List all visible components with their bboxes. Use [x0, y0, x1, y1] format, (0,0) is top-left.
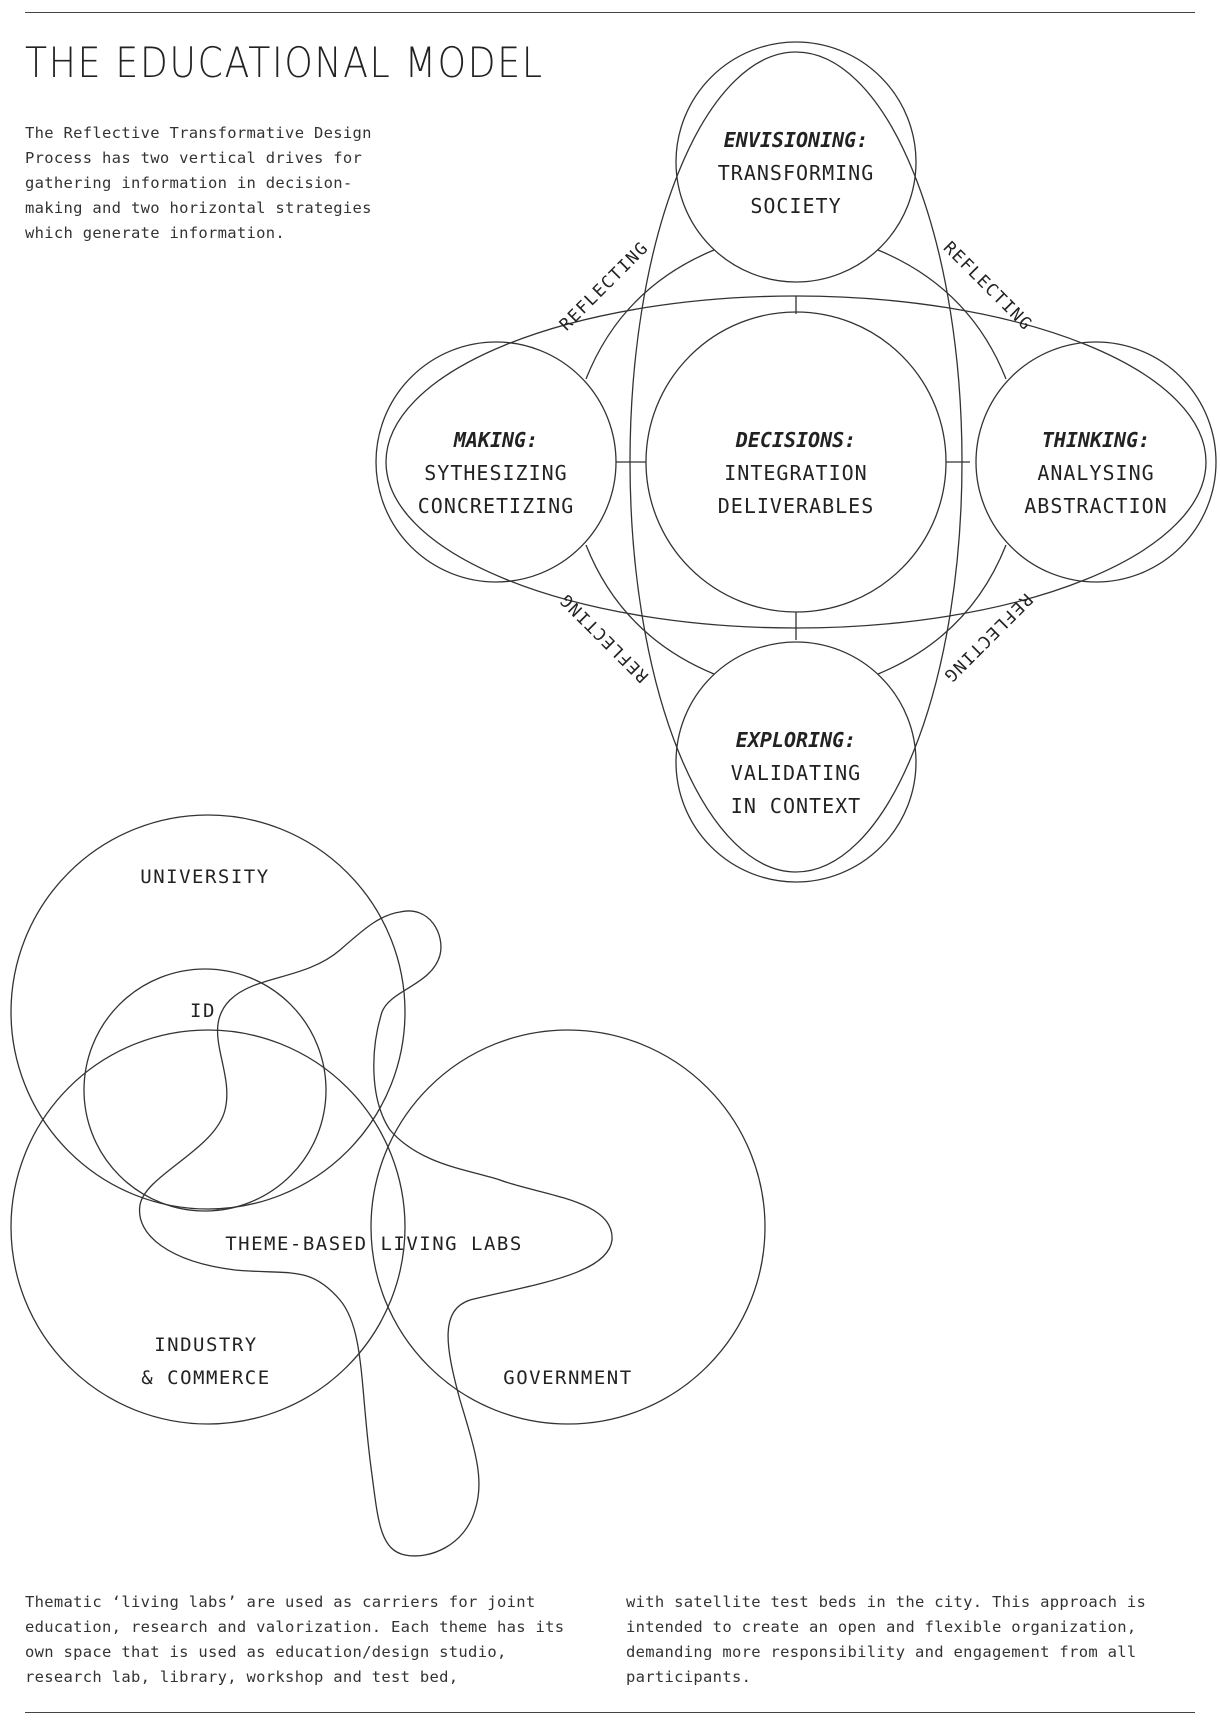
circle-government [370, 1029, 766, 1425]
making-line1: SYTHESIZING [424, 461, 567, 485]
label-industry-line2: & COMMERCE [141, 1367, 270, 1389]
label-government: GOVERNMENT [503, 1367, 632, 1389]
exploring-line1: VALIDATING [731, 761, 861, 785]
footer-paragraph-col1: Thematic ‘living labs’ are used as carri… [25, 1593, 565, 1686]
circle-exploring [675, 641, 917, 883]
reflecting-label-top-right: REFLECTING [939, 238, 1036, 335]
envisioning-line1: TRANSFORMING [718, 161, 875, 185]
circle-industry-commerce [10, 1029, 406, 1425]
reflecting-label-bottom-left: REFLECTING [556, 589, 653, 686]
label-university: UNIVERSITY [140, 866, 269, 888]
label-living-labs: THEME-BASED LIVING LABS [225, 1233, 523, 1255]
top-rule [25, 12, 1195, 13]
label-industry-line1: INDUSTRY [154, 1334, 258, 1356]
intro-paragraph: The Reflective Transformative Design Pro… [25, 124, 372, 242]
reflecting-arc [877, 249, 1007, 380]
decisions-line2: DELIVERABLES [718, 494, 875, 518]
reflecting-label-top-left: REFLECTING [556, 238, 653, 335]
reflecting-label-bottom-right: REFLECTING [939, 589, 1036, 686]
decisions-line1: INTEGRATION [724, 461, 867, 485]
living-labs-blob [138, 910, 613, 1557]
making-line2: CONCRETIZING [418, 494, 575, 518]
footer-paragraph-col2: with satellite test beds in the city. Th… [626, 1593, 1147, 1686]
thinking-line1: ANALYSING [1037, 461, 1154, 485]
label-id: ID [190, 1000, 216, 1022]
envisioning-heading: ENVISIONING: [724, 128, 869, 152]
reflecting-arc [877, 544, 1007, 675]
thinking-line2: ABSTRACTION [1024, 494, 1167, 518]
circle-envisioning [675, 41, 917, 283]
venn-diagram [10, 814, 766, 1557]
reflecting-arc [585, 249, 715, 380]
exploring-line2: IN CONTEXT [731, 794, 861, 818]
process-diagram [375, 41, 1217, 883]
exploring-heading: EXPLORING: [736, 728, 856, 752]
decisions-heading: DECISIONS: [735, 428, 856, 452]
circle-id [83, 968, 327, 1212]
page-title: THE EDUCATIONAL MODEL [25, 38, 544, 87]
envisioning-line2: SOCIETY [750, 194, 841, 218]
circle-university [10, 814, 406, 1210]
reflecting-arc [585, 544, 715, 675]
bottom-rule [25, 1712, 1195, 1713]
thinking-heading: THINKING: [1042, 428, 1150, 452]
making-heading: MAKING: [453, 428, 538, 452]
circle-thinking [975, 341, 1217, 583]
